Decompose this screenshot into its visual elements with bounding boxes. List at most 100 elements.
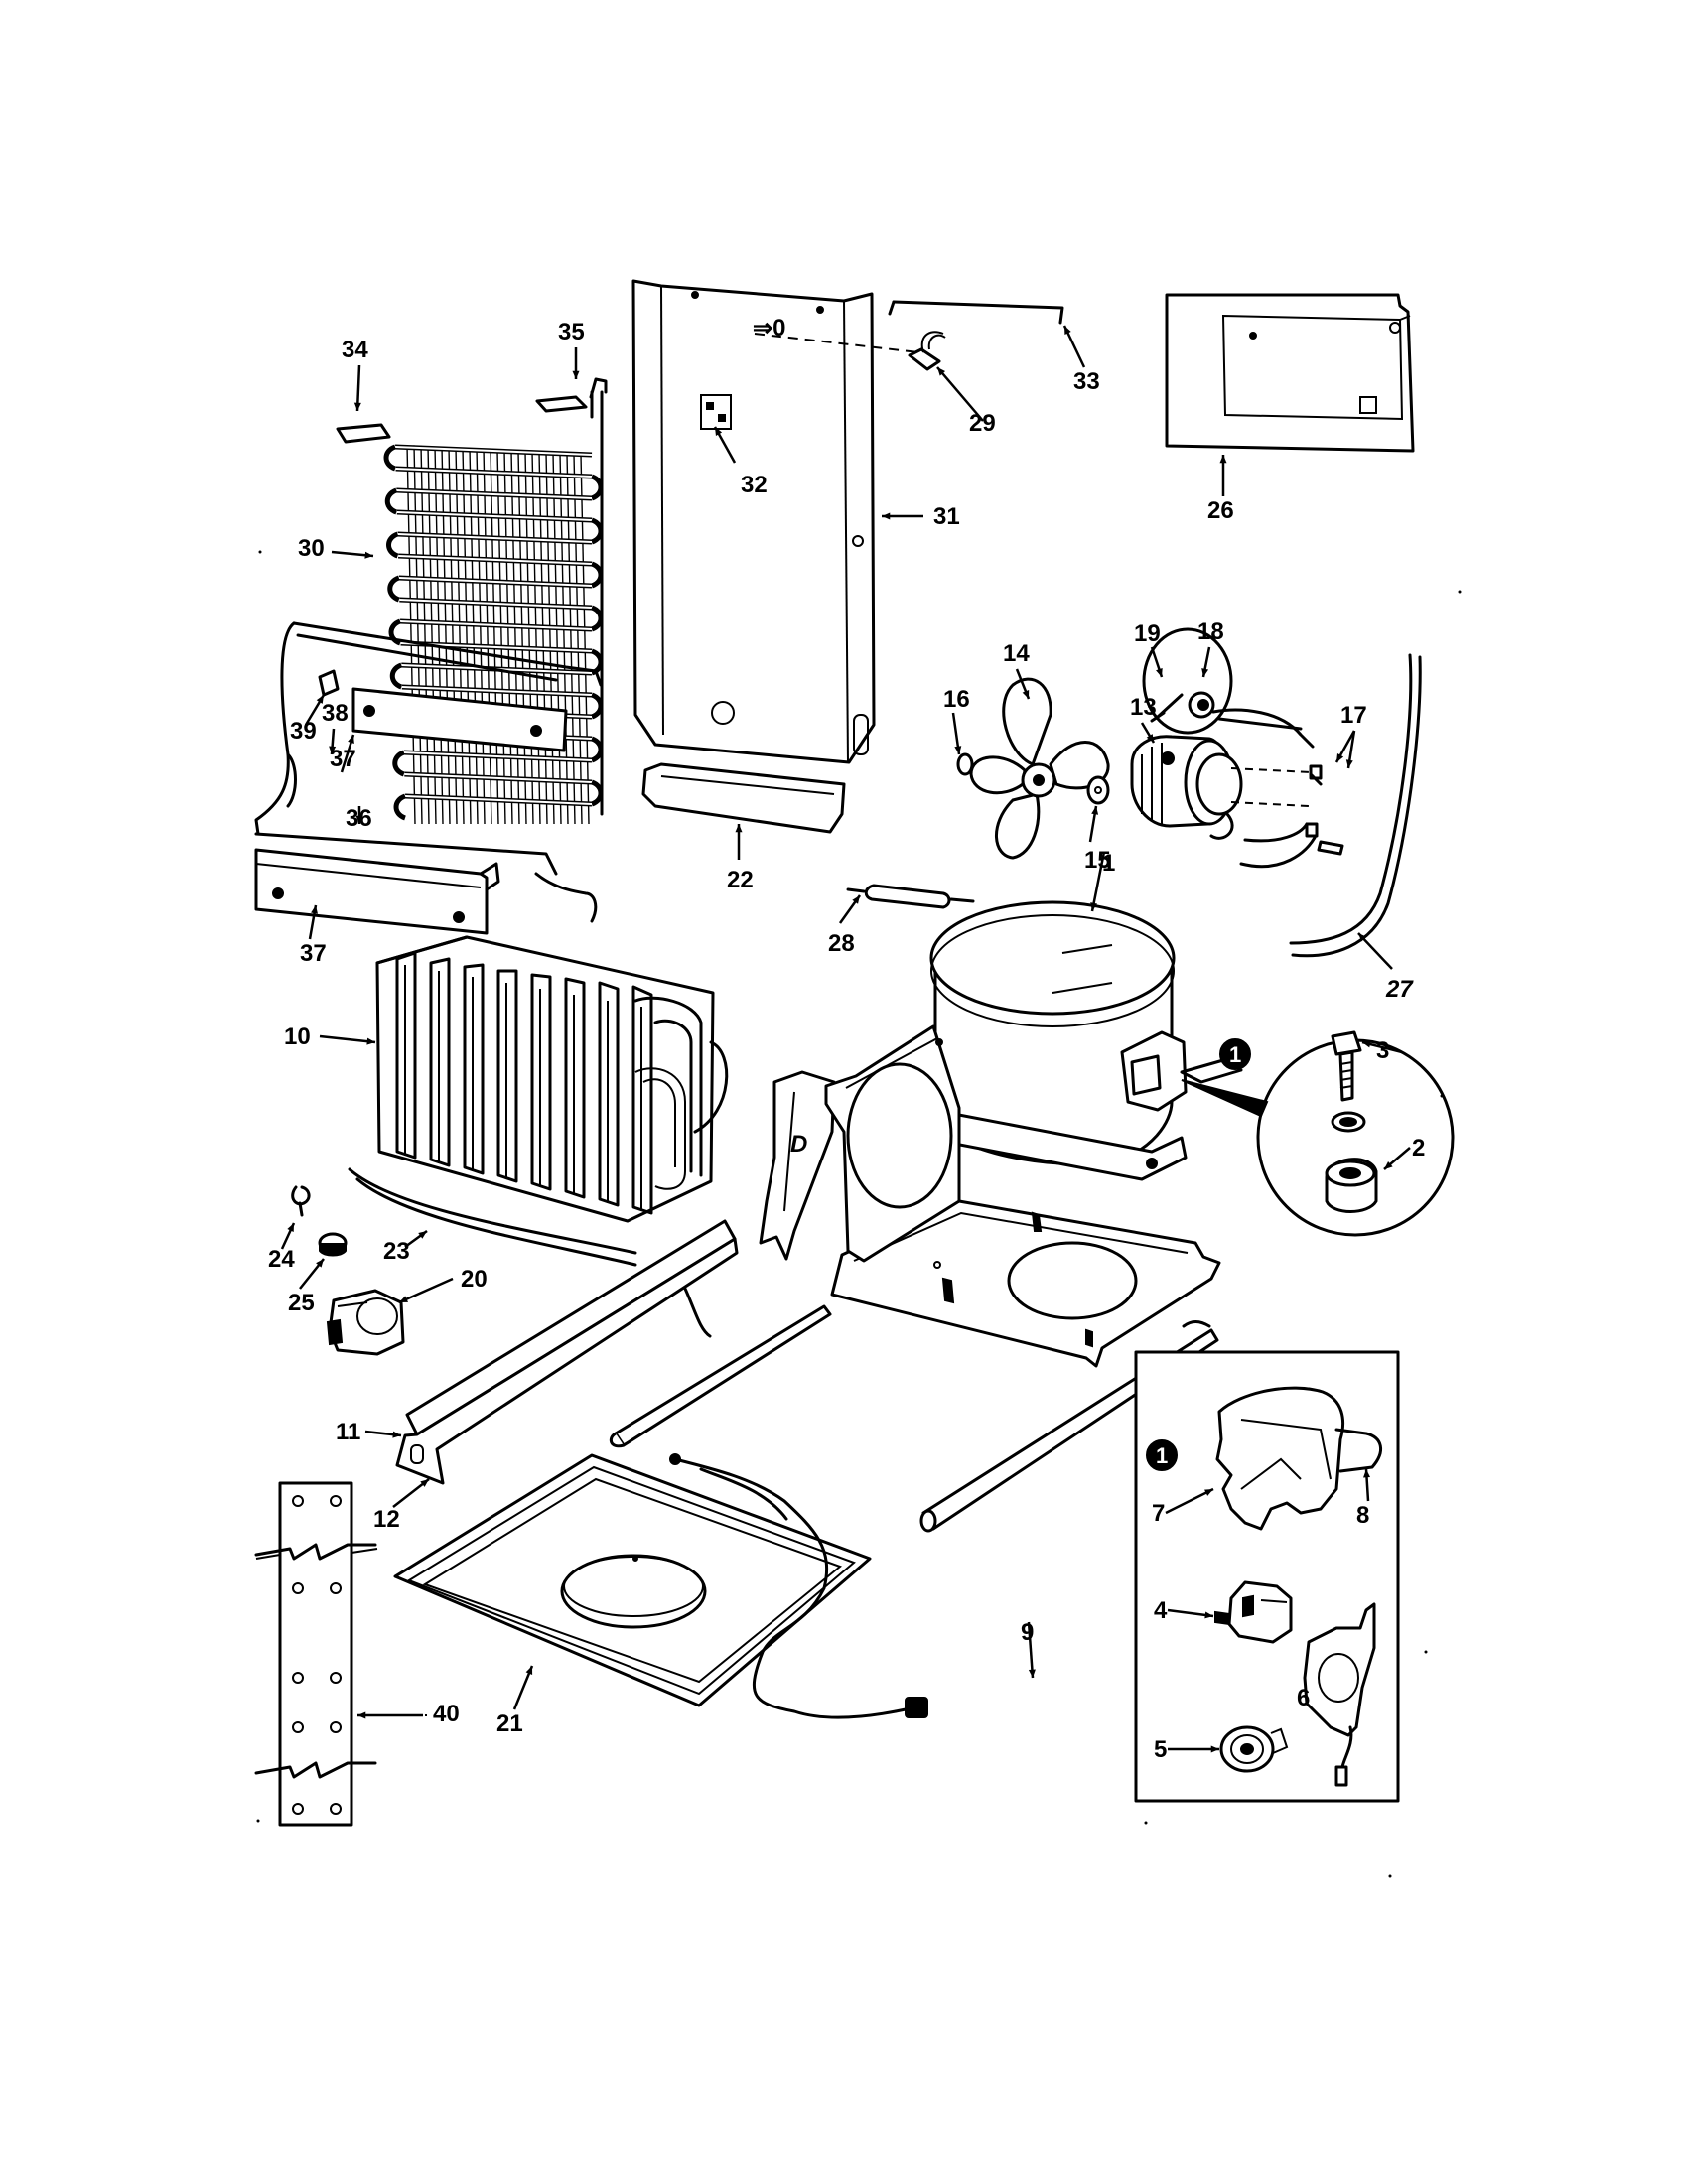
part-40-panel bbox=[254, 1481, 378, 1827]
coil-fin bbox=[545, 452, 555, 825]
callout-22: 22 bbox=[727, 867, 754, 893]
coil-tube-highlight bbox=[398, 577, 593, 587]
coil-fin bbox=[469, 448, 479, 825]
leader-arrowhead bbox=[355, 815, 363, 824]
callout-4: 4 bbox=[1154, 1597, 1168, 1624]
leader-arrowhead bbox=[852, 895, 860, 904]
callout-6: 6 bbox=[1297, 1685, 1310, 1711]
leader-arrowhead bbox=[572, 370, 580, 379]
block-rib bbox=[496, 969, 518, 1183]
callout-20: 20 bbox=[461, 1266, 488, 1293]
part-28-drier bbox=[846, 884, 975, 909]
coil-tube-bend bbox=[590, 517, 604, 545]
coil-tube-bend bbox=[590, 474, 604, 501]
leader-arrowhead bbox=[882, 512, 891, 520]
part-24-clip bbox=[291, 1185, 311, 1217]
callout-9: 9 bbox=[1021, 1619, 1034, 1646]
coil-tube-highlight bbox=[399, 620, 593, 630]
leader-line bbox=[1090, 851, 1106, 912]
leader-arrowhead bbox=[954, 746, 962, 754]
part-8-bale-clip bbox=[1334, 1428, 1382, 1473]
coil-tube-bend bbox=[590, 736, 604, 763]
callout-16: 16 bbox=[943, 686, 970, 713]
part-18-bearing bbox=[1142, 627, 1233, 735]
part-39-clip bbox=[318, 669, 340, 697]
callout-29: 29 bbox=[969, 410, 996, 437]
coil-fin bbox=[580, 454, 590, 825]
leader-arrowhead bbox=[1336, 753, 1344, 762]
leader-arrowhead bbox=[1363, 1469, 1371, 1478]
callout-14: 14 bbox=[1003, 640, 1030, 667]
detail-badge-icon: 1 bbox=[1146, 1439, 1178, 1471]
coil-fin bbox=[510, 450, 520, 825]
coil-tube-bend bbox=[383, 444, 397, 472]
coil-fin bbox=[552, 453, 562, 825]
part-3-bolt bbox=[1331, 1030, 1362, 1102]
callout-leaders bbox=[280, 325, 1411, 1753]
callout-23: 23 bbox=[383, 1238, 410, 1265]
callout-26: 26 bbox=[1207, 497, 1234, 524]
leader-dashed-29 bbox=[754, 333, 919, 353]
coil-tube-highlight bbox=[397, 533, 593, 543]
callout-37-upper: 37 bbox=[330, 746, 356, 772]
leader-line bbox=[1165, 1487, 1214, 1515]
coil-tube-highlight bbox=[404, 795, 593, 805]
part-7-terminal-cover bbox=[1215, 1386, 1345, 1531]
leader-arrowhead bbox=[392, 1431, 401, 1438]
leader-arrowhead bbox=[1146, 734, 1154, 743]
callout-1: 1 bbox=[1102, 850, 1115, 877]
part-6-bracket bbox=[1303, 1602, 1376, 1787]
panel-hole bbox=[330, 1582, 342, 1594]
coil-fin bbox=[517, 451, 527, 825]
callout-labels: 3 2 1 35 34 32 31 30 29 33 26 19 18 14 1… bbox=[268, 319, 1425, 1763]
coil-fin bbox=[476, 448, 486, 825]
part-20-fan-motor bbox=[326, 1289, 405, 1356]
part-4-relay bbox=[1214, 1580, 1293, 1644]
part-34-clip bbox=[336, 423, 391, 444]
callout-28: 28 bbox=[828, 930, 855, 957]
part-15-washer bbox=[1086, 775, 1110, 805]
part-13-condenser-fan-motor bbox=[1130, 735, 1312, 840]
coil-fin bbox=[448, 447, 458, 825]
leader-arrowhead bbox=[329, 746, 337, 754]
part-5-overload bbox=[1219, 1725, 1289, 1773]
coil-fin bbox=[531, 452, 541, 825]
coil-tube-bend bbox=[386, 531, 399, 559]
leader-arrowhead bbox=[287, 1223, 294, 1232]
callout-8: 8 bbox=[1356, 1502, 1369, 1529]
leader-arrowhead bbox=[1204, 1611, 1213, 1619]
leader-arrowhead bbox=[1384, 1160, 1393, 1169]
coil-tube-bend bbox=[590, 692, 604, 720]
coil-tube-highlight bbox=[396, 489, 593, 499]
coil-tube-bend bbox=[590, 605, 604, 632]
block-rib bbox=[530, 973, 552, 1191]
coil-tube-highlight bbox=[398, 555, 593, 565]
coil-fin bbox=[573, 454, 583, 825]
coil-fin bbox=[434, 446, 444, 825]
coil-fin bbox=[524, 451, 534, 825]
part-1-compressor bbox=[904, 900, 1243, 1181]
leader-arrowhead bbox=[937, 367, 946, 376]
panel-hole bbox=[292, 1582, 304, 1594]
coil-fin bbox=[441, 446, 451, 825]
panel-hole bbox=[330, 1672, 342, 1684]
coil-tube-highlight bbox=[399, 599, 593, 609]
coil-fin bbox=[455, 447, 465, 825]
block-rib bbox=[564, 977, 586, 1199]
detail-circle-grommet bbox=[1256, 1030, 1455, 1237]
leader-arrowhead bbox=[420, 1479, 429, 1487]
block-rib bbox=[598, 981, 620, 1207]
block-rib bbox=[632, 985, 653, 1215]
leader-arrowhead bbox=[418, 1231, 427, 1239]
coil-tube-bend bbox=[384, 487, 398, 515]
leader-arrowhead bbox=[1358, 933, 1367, 942]
coil-tube-bend bbox=[387, 575, 400, 603]
callout-7: 7 bbox=[1152, 1500, 1165, 1527]
leader-arrowhead bbox=[1219, 455, 1227, 464]
part-10-coil-block bbox=[375, 935, 729, 1223]
part-9-power-cord bbox=[669, 1453, 928, 1719]
coil-tube-bend bbox=[393, 793, 407, 821]
detail-box-relay-overload: 1 bbox=[1134, 1350, 1400, 1803]
panel-hole bbox=[292, 1672, 304, 1684]
leader-line bbox=[398, 1277, 454, 1304]
